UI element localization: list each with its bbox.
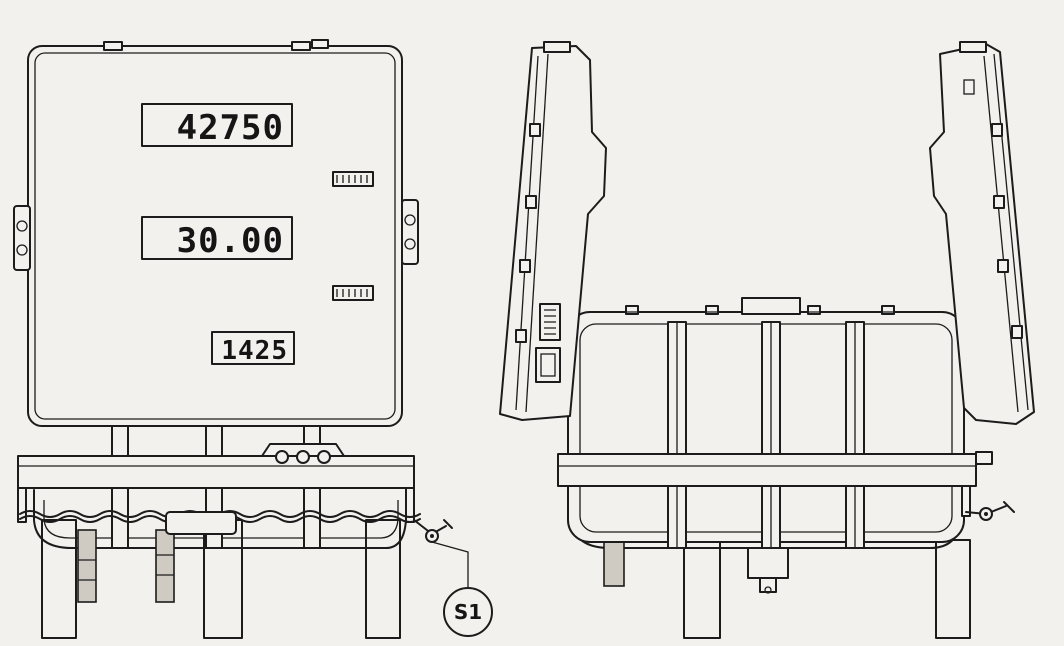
seal-callout-label: S1 xyxy=(454,600,482,624)
front-hose xyxy=(19,510,421,535)
unit-price-display: 1425 xyxy=(211,331,295,366)
seal-callout: S1 xyxy=(431,541,493,637)
volume-display-value: 30.00 xyxy=(177,221,284,261)
amount-display-value: 42750 xyxy=(177,108,284,148)
side-nozzle-rail xyxy=(557,451,993,517)
front-view: 42750 30.00 1425 xyxy=(13,39,453,639)
amount-indicator-marks xyxy=(336,175,368,183)
amount-display: 42750 xyxy=(141,103,293,148)
volume-display: 30.00 xyxy=(141,216,293,261)
right-head-panel-open xyxy=(929,41,1035,425)
front-nozzle-rail xyxy=(17,443,415,523)
front-seal xyxy=(413,519,453,543)
side-view xyxy=(499,41,1035,639)
front-pipes xyxy=(77,529,175,603)
side-seal xyxy=(965,501,1015,521)
volume-indicator-marks xyxy=(336,289,368,297)
left-head-panel-open xyxy=(499,41,607,421)
side-posts xyxy=(667,321,865,549)
unit-price-display-value: 1425 xyxy=(221,336,288,366)
